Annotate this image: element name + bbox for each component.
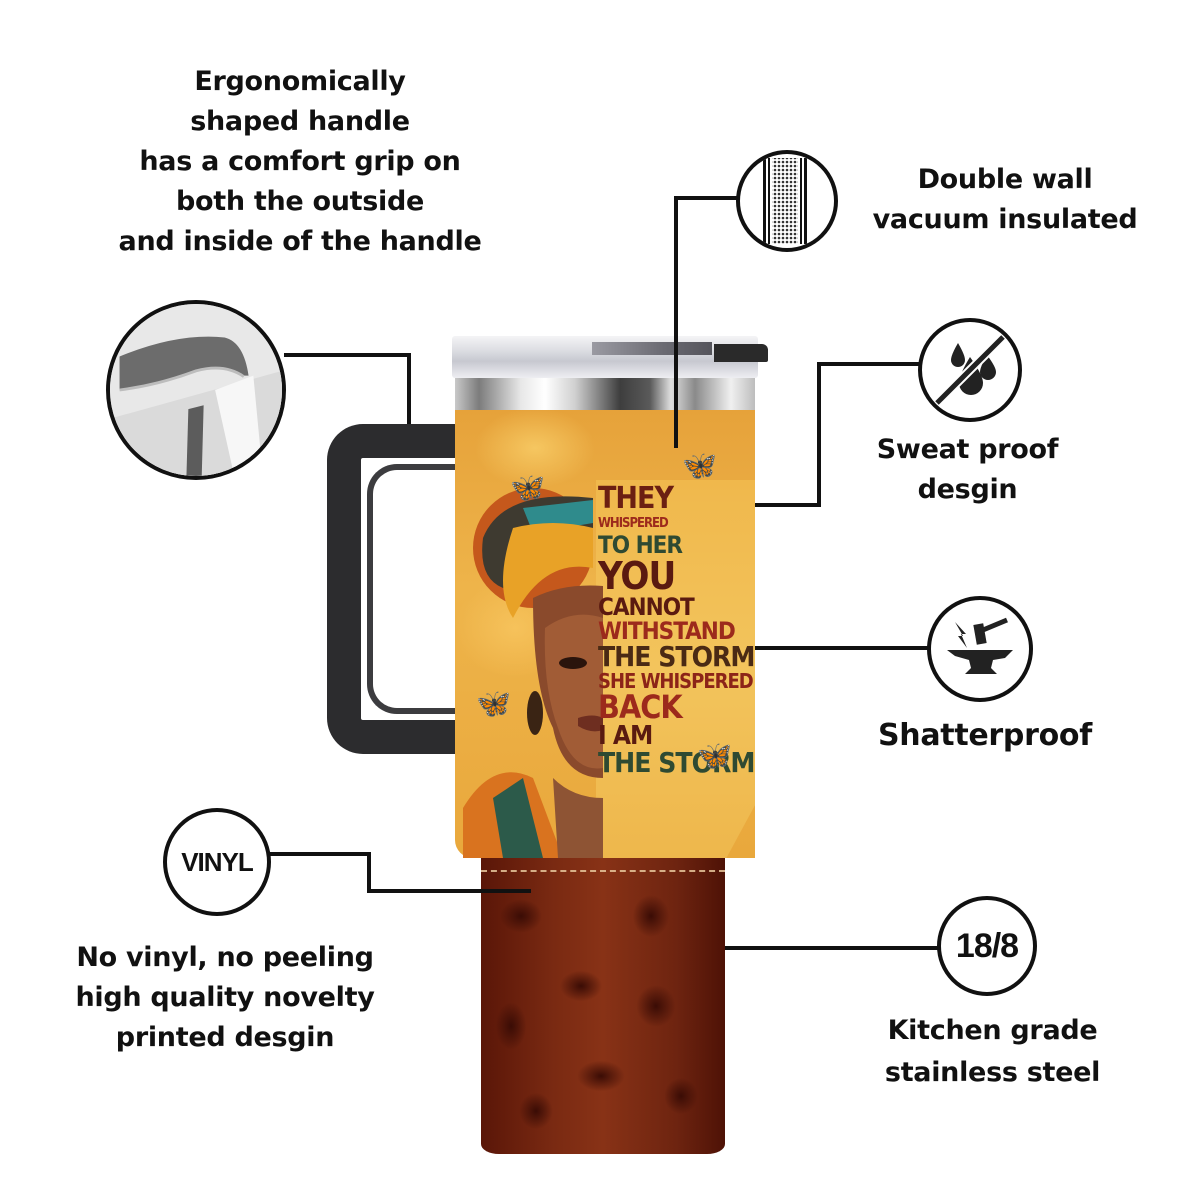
shatterproof-line-1: Shatterproof [878, 718, 1092, 753]
vinyl-text: No vinyl, no peeling high quality novelt… [50, 938, 400, 1058]
double-wall-connector-overlay [674, 330, 678, 448]
handle-line-1: Ergonomically [194, 66, 406, 97]
sweat-proof-text: Sweat proof desgin [840, 430, 1095, 510]
double-wall-icon [736, 150, 838, 252]
vinyl-badge-text: VINYL [181, 846, 254, 877]
anvil-hammer-icon [927, 596, 1033, 702]
quote-line: WHISPERED [598, 516, 669, 531]
sweat-proof-connector-end [730, 503, 821, 507]
butterfly-icon: 🦋 [682, 449, 717, 482]
vinyl-connector-overlay [480, 889, 531, 893]
handle-line-4: both the outside [175, 186, 425, 217]
sweat-proof-line-1: Sweat proof [876, 434, 1059, 465]
vinyl-line-1: No vinyl, no peeling [76, 942, 374, 973]
stitch-line [481, 870, 725, 872]
steel-grade-text: 18/8 [955, 926, 1019, 965]
quote-text: THEY WHISPERED TO HER YOU CANNOT WITHSTA… [598, 484, 758, 777]
butterfly-icon: 🦋 [697, 739, 732, 772]
quote-line: CANNOT [598, 593, 695, 621]
lid-slider [592, 342, 712, 355]
vinyl-line-3: printed desgin [115, 1022, 335, 1053]
handle-line-5: and inside of the handle [118, 226, 482, 257]
handle-connector [284, 353, 411, 357]
vinyl-connector-end [367, 889, 531, 893]
quote-line: YOU [598, 554, 676, 598]
vinyl-connector-drop [367, 852, 371, 893]
quote-line: BACK [598, 688, 683, 726]
quote-line: THEY [598, 481, 674, 516]
double-wall-text: Double wall vacuum insulated [850, 160, 1160, 240]
steel-line-1: Kitchen grade [887, 1015, 1098, 1046]
double-wall-connector [674, 196, 738, 200]
steel-grade-badge: 18/8 [937, 896, 1037, 996]
handle-line-3: has a comfort grip on [139, 146, 461, 177]
tumbler-handle [327, 424, 467, 754]
quote-line: SHE WHISPERED [598, 669, 754, 693]
handle-callout-text: Ergonomically shaped handle has a comfor… [90, 62, 510, 262]
double-wall-line-2: vacuum insulated [872, 204, 1138, 235]
quote-line: THE STORM [598, 746, 755, 779]
handle-closeup-icon [106, 300, 286, 480]
tumbler-steel-rim [455, 378, 755, 410]
sweat-proof-connector-vertical [817, 362, 821, 507]
quote-line: WITHSTAND [598, 617, 736, 645]
shatterproof-text: Shatterproof [850, 714, 1120, 758]
quote-line: I AM [598, 721, 653, 751]
double-wall-line-1: Double wall [917, 164, 1093, 195]
shatterproof-connector [754, 646, 930, 650]
lid-spout [714, 344, 768, 362]
steel-text: Kitchen grade stainless steel [850, 1010, 1135, 1094]
sweat-proof-line-2: desgin [917, 474, 1018, 505]
handle-connector-drop [407, 353, 411, 427]
vinyl-connector [270, 852, 371, 856]
steel-connector [700, 946, 939, 950]
sweat-proof-connector [817, 362, 920, 366]
steel-line-2: stainless steel [884, 1057, 1101, 1088]
butterfly-icon: 🦋 [510, 471, 545, 504]
woman-portrait [463, 488, 603, 858]
quote-line: THE STORM [598, 640, 755, 673]
handle-line-2: shaped handle [190, 106, 410, 137]
butterfly-icon: 🦋 [476, 687, 511, 720]
vinyl-line-2: high quality novelty [75, 982, 375, 1013]
no-water-drops-icon [918, 318, 1022, 422]
double-wall-connector-drop [674, 196, 678, 448]
vinyl-badge: VINYL [163, 808, 271, 916]
tumbler-lid [452, 336, 768, 378]
quote-panel [596, 480, 755, 858]
quote-line: TO HER [598, 531, 683, 559]
tumbler-base-leopard [481, 856, 725, 1154]
